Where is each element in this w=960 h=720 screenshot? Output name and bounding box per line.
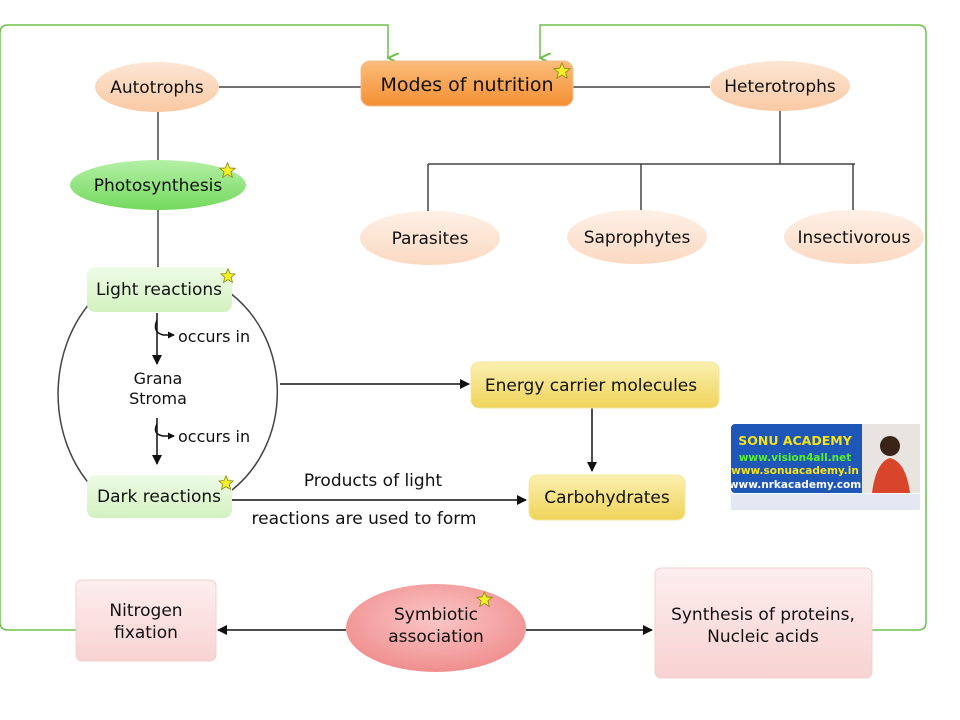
node-label: Modes of nutrition — [380, 74, 553, 96]
label-occurs-in: occurs in — [178, 327, 250, 346]
loop-connector-right — [540, 24, 927, 631]
svg-text:www.sonuacademy.in: www.sonuacademy.in — [731, 465, 859, 477]
node-dark-reactions[interactable]: Dark reactions — [87, 475, 234, 518]
node-synthesis[interactable]: Synthesis of proteins, Nucleic acids — [654, 567, 873, 679]
svg-text:www.nrkacademy.com: www.nrkacademy.com — [729, 479, 861, 491]
sonu-academy-logo: SONU ACADEMY www.vision4all.net www.sonu… — [729, 424, 920, 510]
svg-text:SONU ACADEMY: SONU ACADEMY — [738, 433, 852, 448]
node-label: Carbohydrates — [544, 488, 670, 508]
node-carbohydrates[interactable]: Carbohydrates — [528, 474, 686, 521]
label-products-line1: Products of light — [304, 471, 443, 491]
connector-lines — [57, 86, 855, 491]
node-modes-of-nutrition[interactable]: Modes of nutrition — [360, 60, 574, 107]
node-label: Autotrophs — [110, 78, 204, 98]
label-stroma: Stroma — [129, 389, 187, 408]
node-saprophytes[interactable]: Saprophytes — [567, 210, 707, 264]
node-label: Saprophytes — [584, 228, 691, 248]
node-label: association — [388, 627, 484, 647]
label-products-line2: reactions are used to form — [252, 509, 477, 529]
node-nitrogen-fixation[interactable]: Nitrogen fixation — [75, 579, 217, 662]
node-insectivorous[interactable]: Insectivorous — [784, 210, 924, 264]
node-symbiotic-association[interactable]: Symbiotic association — [346, 584, 526, 672]
node-label: Insectivorous — [798, 228, 911, 248]
node-label: fixation — [114, 623, 178, 643]
node-label: Light reactions — [96, 280, 222, 300]
node-heterotrophs[interactable]: Heterotrophs — [710, 61, 850, 111]
node-energy-carrier-molecules[interactable]: Energy carrier molecules — [470, 361, 720, 409]
node-light-reactions[interactable]: Light reactions — [87, 267, 236, 312]
node-photosynthesis[interactable]: Photosynthesis — [70, 160, 246, 210]
node-label: Dark reactions — [97, 487, 221, 507]
node-parasites[interactable]: Parasites — [360, 211, 500, 265]
svg-text:www.vision4all.net: www.vision4all.net — [739, 452, 852, 464]
node-autotrophs[interactable]: Autotrophs — [95, 62, 219, 112]
label-occurs-in: occurs in — [178, 427, 250, 446]
node-label: Nucleic acids — [707, 627, 819, 647]
node-label: Synthesis of proteins, — [671, 605, 855, 625]
node-label: Parasites — [392, 229, 469, 249]
node-label: Energy carrier molecules — [485, 376, 697, 396]
node-label: Heterotrophs — [724, 77, 836, 97]
arrows — [152, 313, 653, 635]
label-grana: Grana — [134, 369, 183, 388]
node-label: Symbiotic — [394, 605, 478, 625]
node-label: Nitrogen — [109, 601, 182, 621]
node-label: Photosynthesis — [94, 176, 223, 196]
loop-connector-left — [0, 24, 388, 631]
